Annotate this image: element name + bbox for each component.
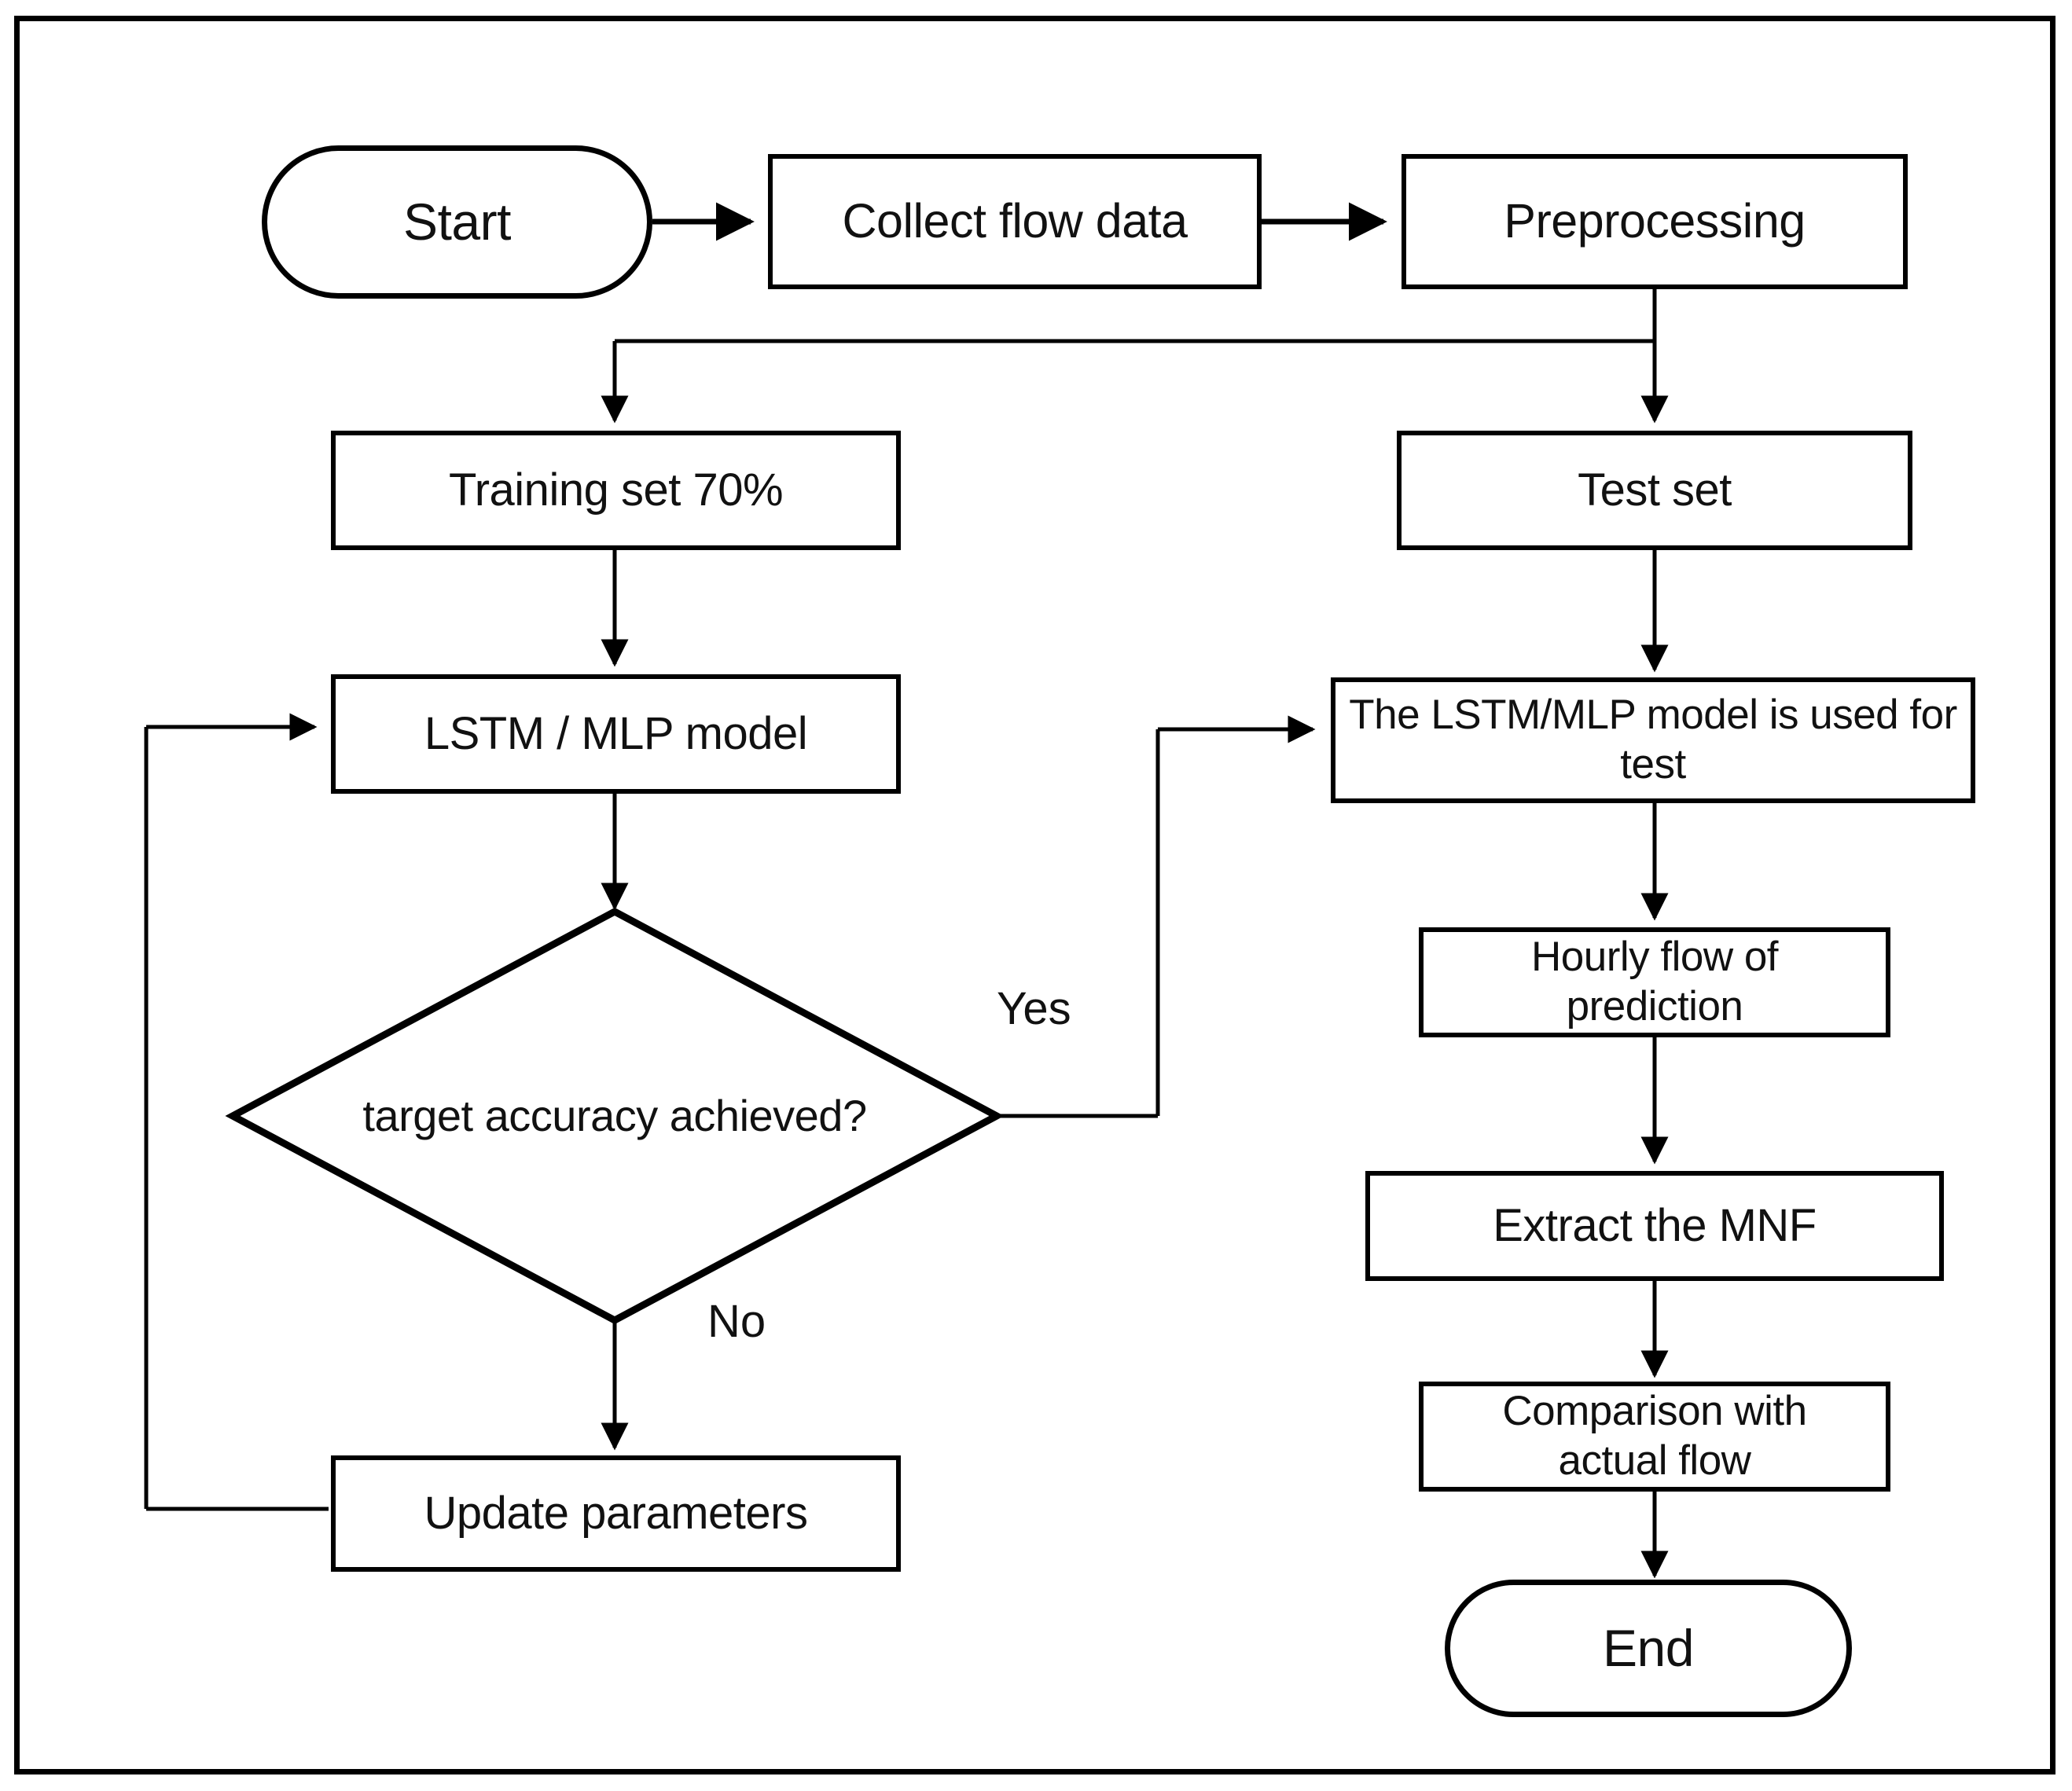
node-start-label: Start xyxy=(403,192,511,251)
node-training-set[interactable]: Training set 70% xyxy=(331,431,901,550)
node-decision-target-accuracy[interactable]: target accuracy achieved? xyxy=(314,1078,915,1154)
node-start[interactable]: Start xyxy=(262,145,652,299)
node-update-parameters-label: Update parameters xyxy=(424,1487,808,1539)
node-decision-target-accuracy-label: target accuracy achieved? xyxy=(362,1090,867,1140)
edge-decision-yes xyxy=(997,715,1316,1118)
node-collect-flow-data[interactable]: Collect flow data xyxy=(768,154,1262,289)
node-collect-flow-data-label: Collect flow data xyxy=(842,194,1188,248)
node-extract-mnf[interactable]: Extract the MNF xyxy=(1365,1171,1944,1281)
node-end-label: End xyxy=(1603,1618,1694,1677)
edge-label-yes: Yes xyxy=(997,983,1071,1034)
node-comparison-actual-flow[interactable]: Comparison with actual flow xyxy=(1419,1382,1890,1492)
node-comparison-actual-flow-label: Comparison with actual flow xyxy=(1502,1388,1807,1484)
node-training-set-label: Training set 70% xyxy=(448,464,784,516)
node-test-set[interactable]: Test set xyxy=(1397,431,1912,550)
node-lstm-mlp-model-label: LSTM / MLP model xyxy=(424,707,808,759)
edge-label-no: No xyxy=(707,1296,766,1347)
node-hourly-flow-prediction[interactable]: Hourly flow of prediction xyxy=(1419,927,1890,1037)
node-test-set-label: Test set xyxy=(1578,464,1732,516)
node-hourly-flow-prediction-label: Hourly flow of prediction xyxy=(1530,934,1779,1029)
node-extract-mnf-label: Extract the MNF xyxy=(1493,1199,1817,1251)
node-preprocessing[interactable]: Preprocessing xyxy=(1402,154,1908,289)
edge-preprocess-split xyxy=(601,287,1669,424)
node-model-used-for-test[interactable]: The LSTM/MLP model is used for test xyxy=(1331,677,1975,803)
node-update-parameters[interactable]: Update parameters xyxy=(331,1455,901,1572)
node-end[interactable]: End xyxy=(1445,1580,1852,1717)
edge-update-to-model-feedback xyxy=(144,713,329,1511)
node-lstm-mlp-model[interactable]: LSTM / MLP model xyxy=(331,674,901,794)
node-preprocessing-label: Preprocessing xyxy=(1504,194,1806,248)
node-model-used-for-test-label: The LSTM/MLP model is used for test xyxy=(1349,692,1957,787)
